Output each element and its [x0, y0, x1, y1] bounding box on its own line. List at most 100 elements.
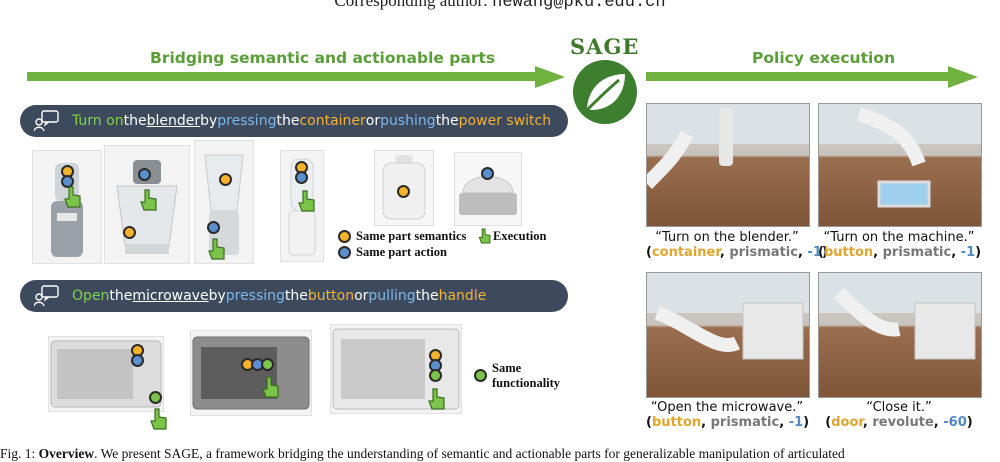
- hand-pointer-icon: [262, 376, 279, 398]
- chat-person-icon: [34, 110, 59, 132]
- left-arrow-bar: [27, 72, 537, 81]
- instr2-text: or: [354, 288, 369, 304]
- paren: ): [803, 415, 810, 430]
- instr1-text: the: [123, 113, 147, 129]
- instruction-blender: Turn on the blender by pressing the cont…: [20, 105, 568, 137]
- caption-params: (button, prismatic, -1): [646, 415, 810, 430]
- legend-hand-icon: [478, 228, 491, 244]
- right-arrow-bar: [646, 72, 950, 81]
- button-device-image: [454, 152, 522, 226]
- caption-value: -1: [807, 245, 822, 260]
- hand-pointer-icon: [140, 189, 157, 211]
- comma: ,: [873, 245, 883, 260]
- instr2-text: the: [284, 288, 308, 304]
- caption-params: (door, revolute, -60): [818, 415, 980, 430]
- paren: (: [646, 245, 652, 260]
- hand-pointer-icon: [298, 190, 315, 212]
- comma: ,: [951, 245, 961, 260]
- caption-quote: “Turn on the machine.”: [823, 230, 975, 245]
- legend-semantic-dot: [338, 230, 351, 243]
- instr2-text: by: [208, 288, 226, 304]
- paren: (: [825, 415, 832, 430]
- corresponding-author: Corresponding author: hewang@pku.edu.cn: [0, 0, 1000, 12]
- blender-image-4: [280, 150, 324, 262]
- functionality-point: [261, 358, 274, 371]
- blender-image-1: [32, 150, 102, 264]
- instr2-verb: Open: [72, 288, 110, 304]
- caption-type: prismatic: [882, 245, 952, 260]
- instr2-text: the: [415, 288, 439, 304]
- paren: (: [646, 415, 652, 430]
- caption-quote: “Open the microwave.”: [650, 400, 804, 415]
- functionality-point: [429, 369, 442, 382]
- caption-quote: “Turn on the blender.”: [655, 230, 799, 245]
- action-point: [131, 354, 144, 367]
- caption-value: -60: [943, 415, 967, 430]
- legend-action-label: Same part action: [356, 245, 447, 259]
- caption-part: container: [651, 245, 720, 260]
- left-section-title: Bridging semantic and actionable parts: [150, 49, 496, 67]
- semantic-point: [219, 173, 232, 186]
- caption-params: (button, prismatic, -1): [818, 245, 982, 260]
- hand-pointer-icon: [428, 388, 445, 410]
- caption-type: revolute: [872, 415, 934, 430]
- comma: ,: [862, 415, 873, 430]
- instr1-action: pressing: [217, 113, 277, 129]
- instruction-microwave: Open the microwave by pressing the butto…: [20, 280, 568, 312]
- instr2-action: pressing: [225, 288, 285, 304]
- instr1-text: or: [365, 113, 381, 129]
- caption-value: -1: [788, 415, 804, 430]
- hand-pointer-icon: [64, 186, 81, 208]
- action-point: [138, 168, 151, 181]
- microwave-image-1: [48, 336, 167, 430]
- left-arrow-head: [535, 66, 565, 88]
- corresponding-email: hewang@pku.edu.cn: [492, 0, 666, 12]
- instr2-text: the: [109, 288, 133, 304]
- corresponding-label: Corresponding author:: [334, 0, 488, 10]
- policy-caption-4: “Close it.” (door, revolute, -60): [818, 400, 980, 430]
- policy-photo-close: [818, 272, 982, 398]
- jar-image: [374, 150, 434, 226]
- comma: ,: [797, 245, 808, 260]
- instr1-text: the: [276, 113, 300, 129]
- caption-value: -1: [960, 245, 976, 260]
- paren: ): [975, 245, 982, 260]
- blender-image-2: [104, 145, 190, 264]
- microwave-image-2: [190, 330, 312, 416]
- caption-params: (container, prismatic, -1): [646, 245, 828, 260]
- policy-photo-blender: [646, 103, 810, 227]
- figure-caption: Fig. 1: Overview. We present SAGE, a fra…: [0, 446, 1000, 462]
- hand-pointer-icon: [208, 238, 225, 260]
- chat-person-icon: [34, 285, 59, 307]
- instr2-part: handle: [438, 288, 487, 304]
- leaf-logo-icon: [573, 60, 637, 124]
- right-arrow-head: [948, 66, 978, 88]
- right-section-title: Policy execution: [752, 49, 895, 67]
- policy-caption-1: “Turn on the blender.” (container, prism…: [646, 230, 828, 260]
- paren: (: [818, 245, 824, 260]
- functionality-point: [149, 391, 162, 404]
- instr1-object: blender: [146, 113, 201, 129]
- instr1-action: pushing: [380, 113, 436, 129]
- action-point: [207, 221, 220, 234]
- caption-part: button: [651, 415, 702, 430]
- policy-caption-3: “Open the microwave.” (button, prismatic…: [646, 400, 810, 430]
- legend-semantics-label: Same part semantics: [356, 229, 467, 243]
- microwave-image-3: [330, 324, 462, 414]
- instr2-action: pulling: [368, 288, 416, 304]
- legend-same-label: Same: [492, 361, 522, 375]
- caption-bold: Overview: [38, 446, 95, 461]
- legend-functionality-label: functionality: [492, 376, 561, 390]
- comma: ,: [779, 415, 789, 430]
- policy-photo-microwave: [646, 272, 810, 398]
- semantic-point: [397, 185, 410, 198]
- instr1-text: by: [200, 113, 218, 129]
- hand-pointer-icon: [150, 408, 167, 430]
- instr1-part: power switch: [458, 113, 552, 129]
- caption-part: button: [823, 245, 874, 260]
- blender-image-3: [194, 140, 254, 264]
- comma: ,: [719, 245, 730, 260]
- paren: ): [821, 245, 828, 260]
- comma: ,: [701, 415, 711, 430]
- legend-action-dot: [338, 246, 351, 259]
